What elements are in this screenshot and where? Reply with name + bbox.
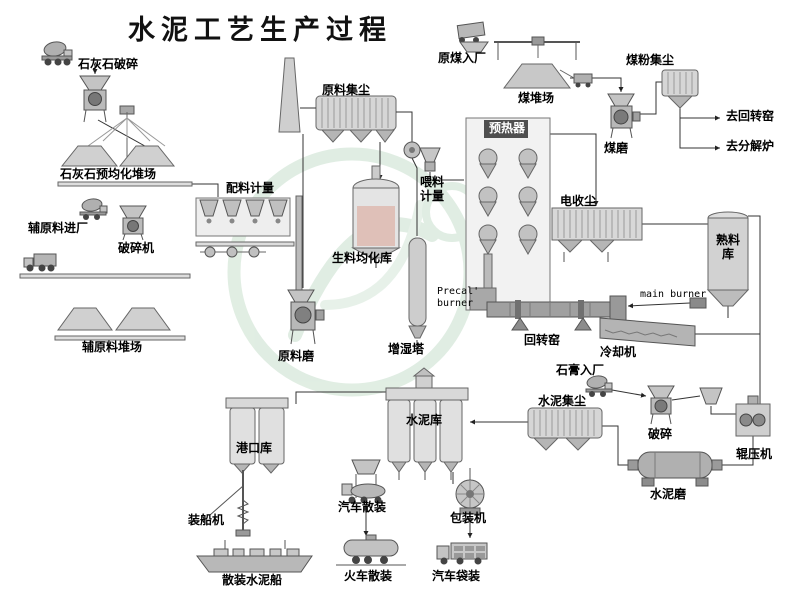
label-cement-dust-collection: 水泥集尘 <box>538 394 587 408</box>
coal-truck-icon <box>456 21 489 53</box>
packing-machine-icon <box>455 468 485 515</box>
aux-crusher-icon <box>119 205 147 241</box>
truck-bag-loading-icon <box>436 542 488 565</box>
label-preheater: 预热器 <box>489 121 526 135</box>
label-roller-press: 辊压机 <box>736 447 773 461</box>
cement-mill-icon <box>627 451 723 487</box>
label-ship-loader: 装船机 <box>188 513 225 527</box>
chimney-stack <box>278 57 301 133</box>
label-cooler: 冷却机 <box>600 345 637 359</box>
label-main-burner: main burner <box>640 289 707 300</box>
bucket-elevator <box>295 195 303 293</box>
label-aux-material-yard: 辅原料堆场 <box>82 340 143 354</box>
truck-bulk-loading-icon <box>341 459 386 504</box>
label-feeding-metering: 喂料计量 <box>419 175 444 203</box>
preheater-tower-icon <box>465 117 551 311</box>
label-port-silo: 港口库 <box>236 441 273 455</box>
coal-dust-collector-icon <box>661 69 699 109</box>
train-bulk-icon <box>336 534 406 566</box>
label-truck-bulk-loading: 汽车散装 <box>338 500 387 514</box>
label-raw-mill: 原料磨 <box>278 349 315 363</box>
cement-dust-collector-icon <box>527 407 603 451</box>
humidifying-tower-icon <box>408 237 427 339</box>
port-silos-icon <box>225 397 289 474</box>
feed-bin-icon <box>699 387 723 405</box>
limestone-yard-icon <box>57 105 193 187</box>
aux-conveyor <box>19 273 191 279</box>
label-raw-coal-entry: 原煤入厂 <box>438 51 487 65</box>
coal-mill-icon <box>607 93 641 139</box>
label-cement-silo: 水泥库 <box>406 413 443 427</box>
label-batching-metering: 配料计量 <box>226 181 275 195</box>
batching-station-icon <box>195 197 295 247</box>
label-crushing: 破碎 <box>648 427 673 441</box>
esp-icon <box>551 207 643 262</box>
ship-loader-icon <box>209 470 251 537</box>
aux-material-truck-icon <box>79 198 108 220</box>
homogenizing-silo-icon <box>351 165 401 259</box>
label-crusher-machine: 破碎机 <box>118 241 155 255</box>
cooler-icon <box>599 295 696 347</box>
label-limestone-crushing: 石灰石破碎 <box>78 57 139 71</box>
label-esp: 电收尘 <box>560 194 597 208</box>
raw-mill-icon <box>287 289 325 345</box>
label-to-calciner: 去分解炉 <box>726 139 775 153</box>
label-raw-meal-homogenizing-silo: 生料均化库 <box>332 251 393 265</box>
label-train-bulk-loading: 火车散装 <box>344 569 393 583</box>
label-cement-mill: 水泥磨 <box>650 487 687 501</box>
label-gypsum-entry: 石膏入厂 <box>556 363 605 377</box>
mixer-truck-icon <box>41 41 73 66</box>
aux-yard-icon <box>54 307 186 341</box>
label-coal-mill: 煤磨 <box>604 141 629 155</box>
label-aux-material-entry: 辅原料进厂 <box>28 221 89 235</box>
label-bulk-cement-ship: 散装水泥船 <box>222 573 283 587</box>
bulk-ship-icon <box>196 540 313 573</box>
clinker-silo-icon <box>706 211 750 307</box>
main-burner-icon <box>689 297 707 309</box>
raw-dust-collector-icon <box>300 95 421 159</box>
label-humidifying-tower: 增湿塔 <box>388 342 425 356</box>
dump-truck-icon <box>23 253 57 272</box>
diagram-title: 水泥工艺生产过程 <box>128 15 392 46</box>
label-rotary-kiln: 回转窑 <box>524 333 561 347</box>
label-clinker-silo: 熟料库 <box>715 233 740 261</box>
cement-silos-icon <box>385 367 469 480</box>
label-truck-bag-loading: 汽车袋装 <box>432 569 481 583</box>
label-coal-dust-collection: 煤粉集尘 <box>626 53 675 67</box>
feeder-line-icon <box>200 246 266 258</box>
feed-metering-icon <box>419 147 441 172</box>
limestone-crusher-icon <box>79 75 111 123</box>
label-packing-machine: 包装机 <box>450 511 487 525</box>
label-raw-dust-collection: 原料集尘 <box>322 83 371 97</box>
coal-yard-icon <box>494 36 593 89</box>
gypsum-crusher-icon <box>647 385 675 425</box>
rotary-kiln-icon <box>486 300 614 331</box>
label-precal-burner: Precal' burner <box>437 286 480 309</box>
label-limestone-preblending-yard: 石灰石预均化堆场 <box>60 167 157 181</box>
gypsum-truck-icon <box>585 375 613 397</box>
label-coal-yard: 煤堆场 <box>518 91 555 105</box>
roller-press-icon <box>735 395 771 437</box>
label-to-rotary-kiln: 去回转窑 <box>726 109 775 123</box>
